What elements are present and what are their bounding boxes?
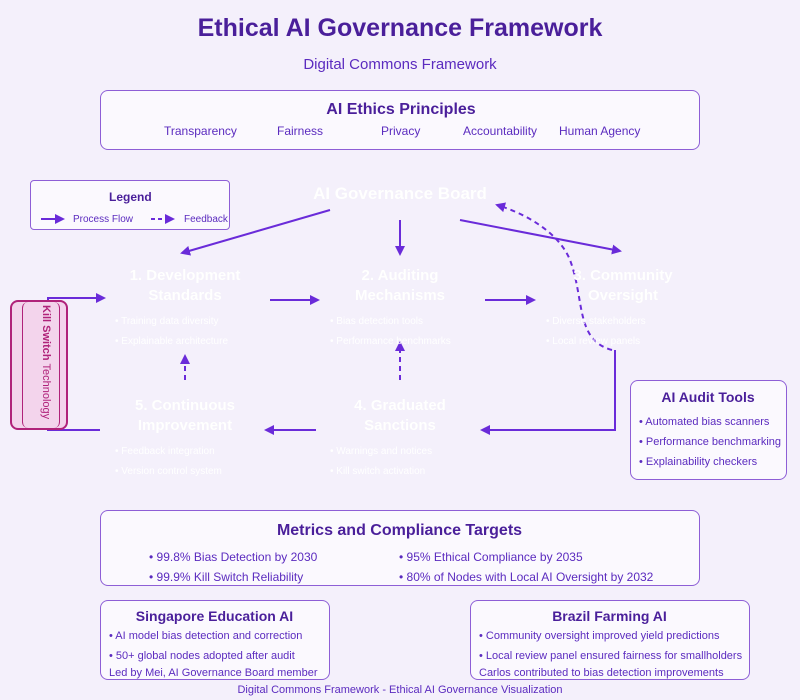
- brazil-title: Brazil Farming AI: [552, 608, 667, 624]
- kill-switch-label: Kill Switch Technology: [40, 305, 52, 420]
- metric-ethical-compliance: • 95% Ethical Compliance by 2035: [399, 550, 583, 564]
- node-development-bullet: • Training data diversity: [115, 316, 219, 327]
- arrow-community-to-sanctions: [480, 350, 616, 435]
- singapore-case-box: Singapore Education AI • AI model bias d…: [100, 600, 330, 680]
- feedback-community-to-board: [495, 202, 613, 351]
- node-community-bullet: • Diverse stakeholders: [546, 316, 646, 327]
- audit-tools-title: AI Audit Tools: [661, 389, 755, 405]
- singapore-title: Singapore Education AI: [135, 608, 294, 624]
- principle-human-agency: Human Agency: [559, 124, 641, 138]
- kill-switch-bar: Kill Switch Technology: [10, 300, 68, 430]
- legend-symbols: [41, 214, 175, 224]
- principles-box: AI Ethics Principles Transparency Fairne…: [100, 90, 700, 150]
- principle-transparency: Transparency: [164, 124, 237, 138]
- brazil-case-box: Brazil Farming AI • Community oversight …: [470, 600, 750, 680]
- metric-kill-switch-reliability: • 99.9% Kill Switch Reliability: [149, 570, 304, 584]
- audit-tool-item: • Automated bias scanners: [639, 416, 770, 428]
- node-improvement-bullet: • Feedback integration: [115, 446, 215, 457]
- node-improvement-bullet: • Version control system: [115, 466, 222, 477]
- page-title: Ethical AI Governance Framework: [197, 14, 603, 42]
- metric-local-oversight: • 80% of Nodes with Local AI Oversight b…: [399, 570, 654, 584]
- node-sanctions-bullet: • Kill switch activation: [330, 466, 426, 477]
- arrow-board-to-community: [459, 219, 622, 255]
- principle-fairness: Fairness: [277, 124, 324, 138]
- node-community-bullet: • Local review panels: [546, 336, 641, 347]
- principle-accountability: Accountability: [463, 124, 538, 138]
- audit-tool-item: • Performance benchmarking: [639, 436, 782, 448]
- metrics-box: Metrics and Compliance Targets • 99.8% B…: [100, 510, 700, 586]
- kill-switch-inner: [22, 302, 60, 428]
- legend-process-label: Process Flow: [73, 214, 134, 225]
- brazil-item: Carlos contributed to bias detection imp…: [479, 667, 724, 679]
- arrow-board-to-development: [180, 209, 331, 256]
- audit-tool-item: • Explainability checkers: [639, 456, 758, 468]
- principle-privacy: Privacy: [381, 124, 421, 138]
- audit-tools-box: AI Audit Tools • Automated bias scanners…: [630, 380, 787, 480]
- node-auditing-bullet: • Performance benchmarks: [330, 336, 451, 347]
- metric-bias-detection: • 99.8% Bias Detection by 2030: [149, 550, 318, 564]
- metrics-title: Metrics and Compliance Targets: [276, 522, 523, 539]
- brazil-item: • Local review panel ensured fairness fo…: [479, 650, 743, 662]
- legend-feedback-label: Feedback: [184, 214, 228, 225]
- page-subtitle: Digital Commons Framework: [303, 56, 497, 73]
- footer-caption: Digital Commons Framework - Ethical AI G…: [237, 684, 563, 696]
- singapore-item: • 50+ global nodes adopted after audit: [109, 650, 295, 662]
- legend-box: Legend Process Flow Feedback: [30, 180, 230, 230]
- principles-title: AI Ethics Principles: [326, 101, 476, 118]
- legend-title: Legend: [109, 190, 152, 204]
- node-auditing-bullet: • Bias detection tools: [330, 316, 423, 327]
- singapore-item: Led by Mei, AI Governance Board member: [109, 667, 318, 679]
- singapore-item: • AI model bias detection and correction: [109, 630, 303, 642]
- brazil-item: • Community oversight improved yield pre…: [479, 630, 720, 642]
- node-development-bullet: • Explainable architecture: [115, 336, 229, 347]
- governance-board-title: AI Governance Board: [313, 184, 487, 203]
- node-sanctions-bullet: • Warnings and notices: [330, 446, 433, 457]
